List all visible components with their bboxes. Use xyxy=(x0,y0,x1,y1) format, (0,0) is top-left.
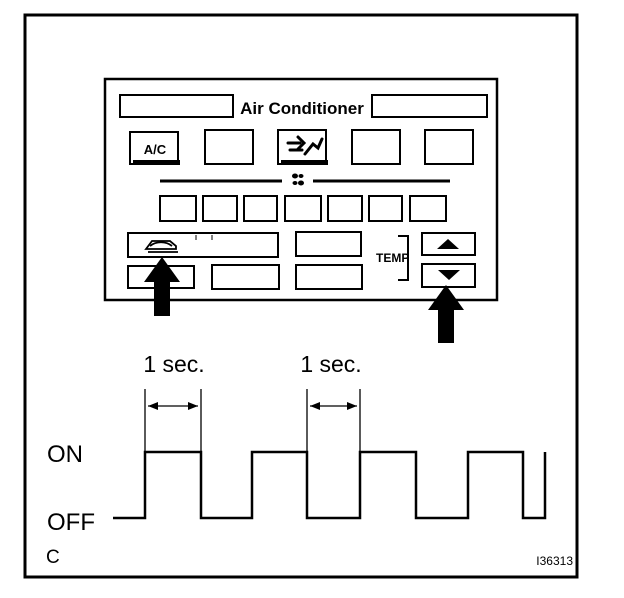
on-off-waveform xyxy=(113,450,547,520)
interval-label-1: 1 sec. xyxy=(143,351,204,377)
mode-button-3[interactable] xyxy=(424,129,474,165)
recirculation-button[interactable] xyxy=(127,232,279,258)
on-label: ON xyxy=(47,441,83,468)
temp-down-triangle-icon xyxy=(438,270,460,280)
fan-speed-button-6[interactable] xyxy=(368,195,403,222)
corner-letter: C xyxy=(46,547,60,568)
fan-speed-button-5[interactable] xyxy=(327,195,363,222)
bottom-button-2[interactable] xyxy=(211,264,280,290)
recirculation-icon xyxy=(144,240,178,253)
temp-up-triangle-icon xyxy=(437,239,459,249)
defroster-icon xyxy=(286,135,324,156)
interval-label-2: 1 sec. xyxy=(300,351,361,377)
fan-speed-button-7[interactable] xyxy=(409,195,447,222)
interval-marker-1 xyxy=(144,389,202,452)
mode-button-2[interactable] xyxy=(351,129,401,165)
fan-speed-button-3[interactable] xyxy=(243,195,278,222)
ac-button-label: A/C xyxy=(144,142,167,157)
fan-speed-button-1[interactable] xyxy=(159,195,197,222)
recirc-pointer-arrow xyxy=(144,257,180,316)
temp-down-button[interactable] xyxy=(421,263,476,288)
panel-title: Air Conditioner xyxy=(240,99,364,118)
title-bar-right xyxy=(371,94,488,118)
interval-marker-2 xyxy=(306,389,361,452)
temp-label: TEMP xyxy=(376,251,409,265)
bottom-button-3[interactable] xyxy=(295,264,363,290)
mode-button-4[interactable] xyxy=(295,231,362,257)
fan-speed-button-2[interactable] xyxy=(202,195,238,222)
off-label: OFF xyxy=(47,509,95,536)
temp-down-pointer-arrow xyxy=(428,285,464,343)
defroster-button-shadow xyxy=(281,160,328,165)
temp-bracket xyxy=(398,235,409,281)
title-bar-left xyxy=(119,94,234,118)
fan-speed-button-4[interactable] xyxy=(284,195,322,222)
ac-button-shadow xyxy=(133,160,180,165)
ac-control-panel: Air Conditioner A/C xyxy=(103,77,499,302)
figure-id: I36313 xyxy=(536,554,573,568)
outer-frame xyxy=(23,13,579,579)
temp-up-button[interactable] xyxy=(421,232,476,256)
mode-button-1[interactable] xyxy=(204,129,254,165)
fan-icon xyxy=(292,173,304,186)
